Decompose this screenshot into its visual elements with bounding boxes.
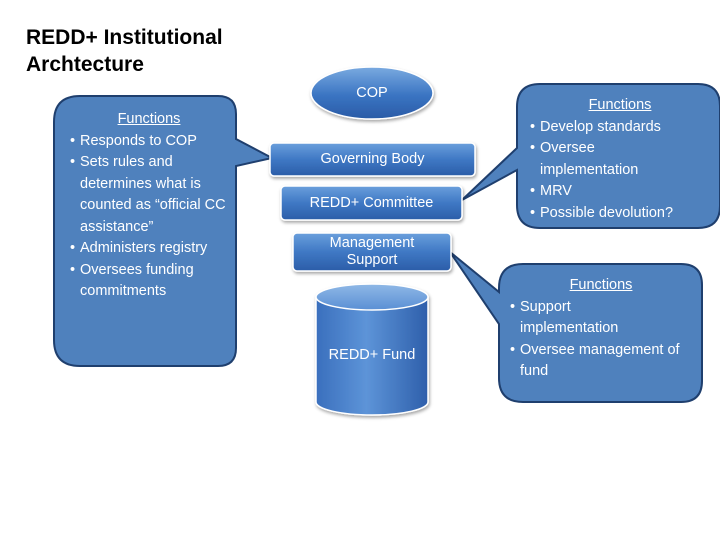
cop-node: COP [311,67,433,119]
list-item: Sets rules and determines what is counte… [70,152,228,238]
list-item: Oversees funding commitments [70,260,228,303]
redd-committee-node-shape [280,185,463,221]
cop-node-shape [310,66,434,120]
redd-fund-label: REDD+ Fund [328,346,416,363]
management-support-functions-heading: Functions [569,277,633,293]
redd-committee-label: REDD+ Committee [309,194,434,211]
redd-fund-node: REDD+ Fund [316,340,428,370]
redd-committee-functions: Functions Develop standards Oversee impl… [530,95,710,224]
list-item: Administers registry [70,238,228,260]
list-item: Oversee management of fund [510,340,692,383]
redd-committee-functions-list: Develop standards Oversee implementation… [530,117,710,225]
governing-body-functions-heading: Functions [117,111,181,127]
list-item: Oversee implementation [530,138,650,181]
management-support-node: Management Support [293,233,451,271]
governing-body-label: Governing Body [320,151,425,167]
list-item: Develop standards [530,117,710,139]
list-item: Possible devolution? [530,203,710,225]
slide-title-line-1: REDD+ Institutional [26,26,223,49]
slide-title-line-2: Archtecture [26,53,144,76]
list-item: Support implementation [510,297,640,340]
governing-body-functions: Functions Responds to COP Sets rules and… [70,109,228,303]
governing-body-node-shape [269,142,476,177]
management-support-functions-list: Support implementation Oversee managemen… [510,297,692,383]
governing-body-node: Governing Body [270,143,475,176]
list-item: Responds to COP [70,131,228,153]
redd-committee-node: REDD+ Committee [281,186,462,220]
management-support-node-shape [292,232,452,272]
cop-label: COP [356,84,388,101]
management-support-label-line-2: Support [346,252,398,268]
redd-fund-node-shape [315,283,429,416]
slide-title: REDD+ Institutional Archtecture [26,24,223,78]
redd-committee-functions-heading: Functions [588,97,652,113]
management-support-label-line-1: Management [329,235,415,251]
management-support-functions: Functions Support implementation Oversee… [510,275,692,383]
governing-body-functions-list: Responds to COP Sets rules and determine… [70,131,228,303]
list-item: MRV [530,181,710,203]
